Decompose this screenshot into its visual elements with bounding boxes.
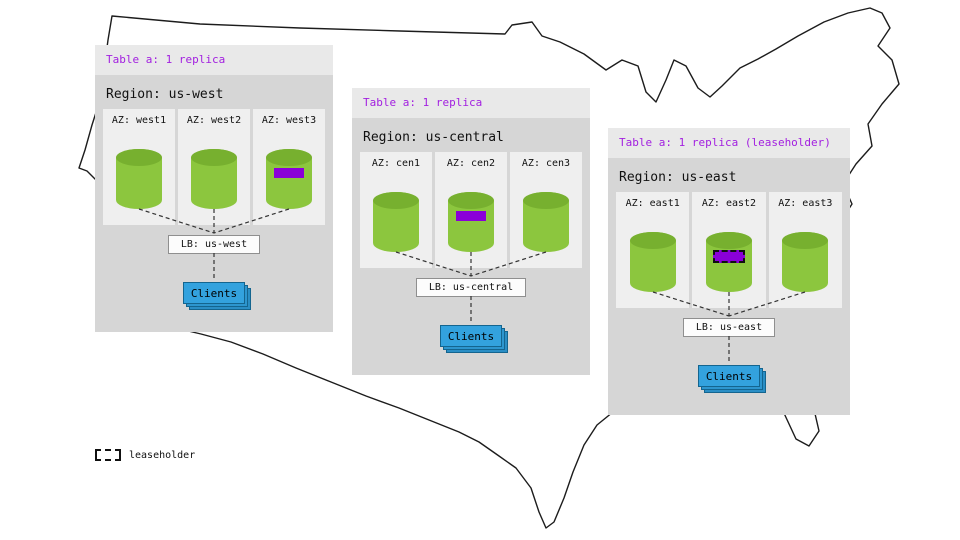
az-tile-east1: AZ: east1: [616, 192, 690, 308]
database-cylinder-icon: [782, 232, 829, 292]
az-label: AZ: west2: [186, 115, 242, 126]
az-row: AZ: east1 AZ: east2 AZ: east3: [616, 192, 842, 308]
legend-label: leaseholder: [129, 449, 196, 461]
replica-indicator: [274, 168, 304, 178]
database-cylinder-icon: [448, 192, 494, 252]
replica-indicator: [456, 211, 486, 221]
az-row: AZ: west1 AZ: west2 AZ: west3: [103, 109, 325, 225]
database-cylinder-icon: [116, 149, 162, 209]
clients-label: Clients: [183, 282, 245, 304]
az-tile-cen3: AZ: cen3: [510, 152, 582, 268]
database-cylinder-icon: [523, 192, 569, 252]
legend: leaseholder: [95, 449, 195, 461]
database-cylinder-icon: [629, 232, 676, 292]
load-balancer-box: LB: us-west: [167, 235, 261, 254]
database-cylinder-icon: [266, 149, 312, 209]
region-label: Region: us-west: [106, 87, 224, 102]
clients-box: Clients: [698, 365, 766, 393]
region-card-us-west: Table a: 1 replica Region: us-west AZ: w…: [95, 45, 333, 332]
region-label: Region: us-east: [619, 170, 737, 185]
database-cylinder-icon: [191, 149, 237, 209]
az-label: AZ: cen2: [446, 158, 496, 169]
az-tile-west3: AZ: west3: [253, 109, 325, 225]
az-tile-cen1: AZ: cen1: [360, 152, 432, 268]
clients-label: Clients: [440, 325, 502, 347]
clients-label: Clients: [698, 365, 760, 387]
az-tile-west2: AZ: west2: [178, 109, 250, 225]
az-tile-cen2: AZ: cen2: [435, 152, 507, 268]
table-replica-title: Table a: 1 replica (leaseholder): [608, 128, 850, 158]
az-tile-east3: AZ: east3: [768, 192, 842, 308]
az-tile-east2: AZ: east2: [692, 192, 766, 308]
table-replica-title: Table a: 1 replica: [352, 88, 590, 118]
leaseholder-legend-swatch-icon: [95, 449, 121, 461]
database-cylinder-icon: [705, 232, 752, 292]
region-card-us-central: Table a: 1 replica Region: us-central AZ…: [352, 88, 590, 375]
load-balancer-box: LB: us-east: [682, 318, 776, 337]
clients-box: Clients: [183, 282, 251, 310]
region-label: Region: us-central: [363, 130, 504, 145]
region-card-us-east: Table a: 1 replica (leaseholder) Region:…: [608, 128, 850, 415]
az-label: AZ: cen1: [371, 158, 421, 169]
az-label: AZ: east3: [778, 198, 833, 209]
az-label: AZ: west1: [111, 115, 167, 126]
az-label: AZ: east1: [625, 198, 680, 209]
load-balancer-box: LB: us-central: [415, 278, 527, 297]
az-label: AZ: cen3: [521, 158, 571, 169]
clients-box: Clients: [440, 325, 508, 353]
leaseholder-indicator: [712, 250, 745, 263]
az-label: AZ: west3: [261, 115, 317, 126]
az-label: AZ: east2: [701, 198, 757, 209]
az-row: AZ: cen1 AZ: cen2 AZ: cen3: [360, 152, 582, 268]
az-tile-west1: AZ: west1: [103, 109, 175, 225]
table-replica-title: Table a: 1 replica: [95, 45, 333, 75]
database-cylinder-icon: [373, 192, 419, 252]
